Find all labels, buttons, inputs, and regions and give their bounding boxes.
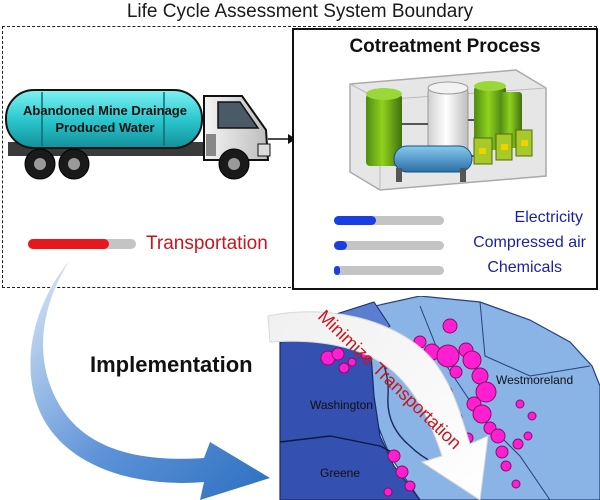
metric-label-1: Electricity [514, 209, 583, 226]
cotreatment-title: Cotreatment Process [349, 36, 541, 57]
implementation-arrow [30, 260, 270, 500]
site-marker [442, 318, 458, 334]
tank-label-line1: Abandoned Mine Drainage [23, 103, 187, 118]
transportation-label: Transportation [146, 233, 268, 254]
metric-bar-1 [334, 216, 444, 225]
transportation-bar-fill [28, 239, 109, 249]
tanker-truck-illustration: Abandoned Mine Drainage Produced Water [5, 89, 271, 180]
site-marker [462, 350, 482, 370]
site-marker [490, 428, 506, 444]
site-marker [523, 431, 533, 441]
metric-bar-3 [334, 266, 444, 275]
minimize-transportation-arrow [267, 311, 489, 500]
site-marker [511, 479, 521, 489]
county-label-washington: Washington [310, 398, 373, 412]
site-marker [472, 404, 492, 424]
treatment-plant-illustration [349, 69, 547, 191]
county-label-westmoreland: Westmoreland [496, 373, 574, 387]
site-marker [338, 362, 350, 374]
page-title: Life Cycle Assessment System Boundary [126, 1, 474, 22]
site-marker [331, 347, 345, 361]
metric-label-2: Compressed air [473, 234, 586, 251]
metric-bar-fill-1 [334, 216, 376, 225]
site-marker [495, 445, 509, 459]
metric-bar-fill-3 [334, 266, 340, 275]
site-marker [347, 357, 357, 367]
transportation-bar [28, 239, 136, 249]
site-marker [475, 381, 497, 403]
site-marker [387, 449, 401, 463]
site-marker [404, 480, 416, 492]
site-marker [436, 344, 460, 368]
tank-label-line2: Produced Water [55, 120, 154, 135]
site-marker [395, 465, 409, 479]
site-marker [500, 460, 512, 472]
metric-bar-2 [334, 241, 444, 250]
site-marker [383, 487, 393, 497]
county-label-greene: Greene [320, 466, 361, 480]
site-marker [515, 399, 525, 409]
metric-label-3: Chemicals [487, 259, 562, 276]
site-marker [527, 411, 537, 421]
site-marker [449, 365, 463, 379]
site-marker [512, 438, 524, 450]
metric-bar-fill-2 [334, 241, 348, 250]
implementation-label: Implementation [90, 352, 253, 377]
